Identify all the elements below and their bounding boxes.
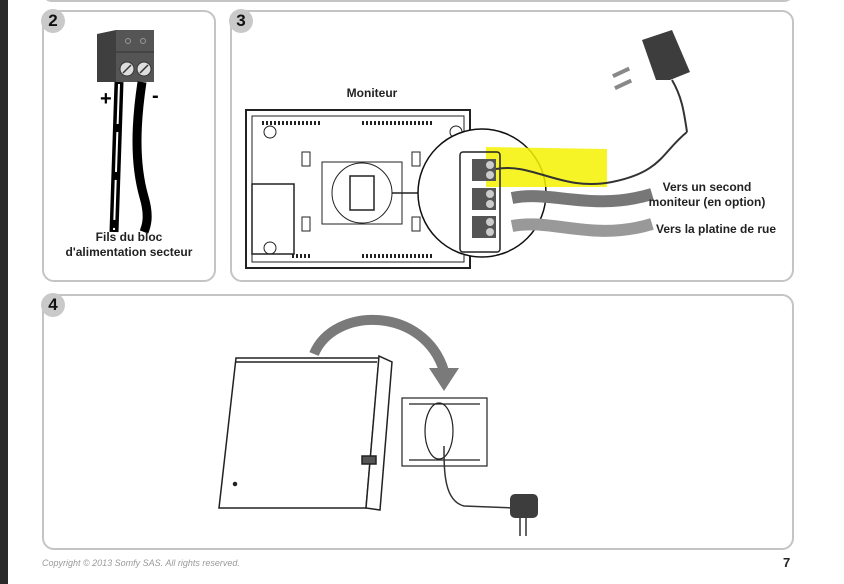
caption-line-2: d'alimentation secteur	[65, 245, 193, 259]
curved-arrow-icon	[309, 314, 449, 373]
power-cable	[495, 131, 688, 186]
viewer-left-edge	[0, 0, 8, 584]
previous-panel-edge	[42, 0, 794, 2]
second-monitor-cable	[510, 188, 654, 208]
street-panel-label: Vers la platine de rue	[656, 222, 777, 236]
minus-label: -	[152, 85, 159, 107]
power-wires-caption: Fils du bloc d'alimentation secteur	[44, 230, 214, 260]
second-monitor-line-1: Vers un second	[662, 180, 752, 194]
caption-line-1: Fils du bloc	[95, 230, 163, 244]
step-2-panel: 2 + - Fils du bloc d'alimentation secteu…	[41, 9, 216, 282]
step-3-panel: 3 Moniteur	[229, 9, 794, 282]
positive-wire	[109, 81, 124, 233]
second-monitor-label: Vers un second moniteur (en option)	[637, 180, 777, 210]
page-number: 7	[783, 555, 791, 570]
adapter-cable	[443, 445, 515, 509]
monitor-label: Moniteur	[346, 86, 398, 100]
step-number-badge: 4	[41, 293, 65, 317]
step-4-panel: 4	[41, 293, 794, 550]
street-panel-cable	[510, 218, 654, 237]
highlight	[486, 147, 607, 187]
copyright-text: Copyright © 2013 Somfy SAS. All rights r…	[42, 558, 240, 568]
second-monitor-line-2: moniteur (en option)	[648, 195, 766, 209]
arrow-head	[429, 368, 459, 391]
step-number-badge: 3	[229, 9, 253, 33]
step-number-badge: 2	[41, 9, 65, 33]
terminal-block-icon	[97, 30, 154, 82]
monitor-icon	[218, 354, 393, 511]
terminal-blocks-icon	[459, 151, 501, 253]
monitor-mounting-illustration	[218, 314, 538, 536]
plus-label: +	[100, 88, 112, 110]
wall-adapter-icon	[510, 494, 538, 536]
power-adapter-icon	[612, 30, 690, 133]
monitor-wiring-illustration	[245, 30, 690, 269]
power-wires-illustration: + -	[97, 30, 159, 234]
negative-wire	[132, 81, 152, 234]
